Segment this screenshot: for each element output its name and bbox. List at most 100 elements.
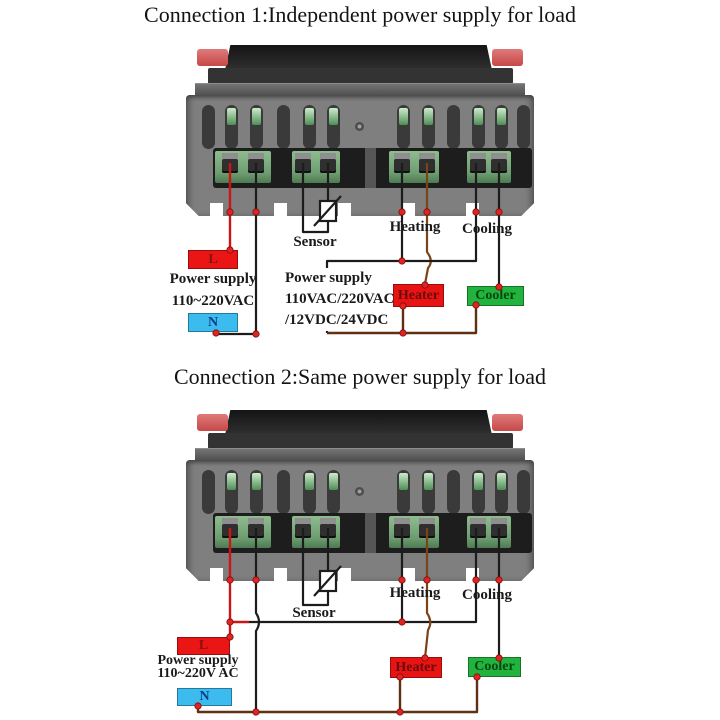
vent-slot: [472, 470, 485, 514]
vent-slot: [303, 470, 316, 514]
screw-terminal: [320, 153, 336, 173]
heating-label: Heating: [389, 585, 441, 601]
vent-slot: [517, 105, 530, 149]
vent-slot: [447, 470, 460, 514]
screw-terminal: [222, 153, 238, 173]
pcb-glimpse: [497, 473, 506, 490]
vent-slot: [422, 105, 435, 149]
cooling-label: Cooling: [461, 221, 512, 237]
vent-slot: [397, 470, 410, 514]
front-bezel-edge: [225, 410, 492, 435]
controller-body: [173, 95, 547, 229]
cooler-box: Cooler: [468, 657, 521, 677]
pcb-glimpse: [252, 473, 261, 490]
pcb-glimpse: [474, 473, 483, 490]
mounting-notch: [210, 568, 223, 581]
mounting-notch: [274, 203, 287, 216]
vent-slot: [303, 105, 316, 149]
terminal-recess: [213, 148, 532, 188]
mounting-notch: [338, 568, 351, 581]
heater-box: Heater: [393, 284, 444, 307]
sensor-label: Sensor: [293, 234, 337, 250]
mounting-notch: [274, 568, 287, 581]
connection-1-title: Connection 1:Independent power supply fo…: [144, 2, 576, 27]
screw-hole: [355, 122, 364, 131]
screw-terminal: [295, 153, 311, 173]
screw-terminal: [248, 153, 264, 173]
neutral-terminal-box: N: [188, 313, 238, 332]
bezel-step: [208, 433, 513, 449]
pcb-glimpse: [227, 108, 236, 125]
pcb-glimpse: [399, 108, 408, 125]
pcb-glimpse: [305, 108, 314, 125]
cooling-label: Cooling: [461, 587, 512, 603]
terminal-divider: [365, 513, 376, 553]
screw-terminal: [491, 153, 507, 173]
cooler-box: Cooler: [467, 286, 524, 306]
sensor-label: Sensor: [292, 605, 336, 621]
pcb-glimpse: [329, 108, 338, 125]
heater-box: Heater: [390, 657, 442, 678]
terminal-divider: [365, 148, 376, 188]
vent-slot: [202, 470, 215, 514]
bezel-step: [208, 68, 513, 84]
bezel-base: [195, 448, 525, 462]
load-supply-name: Power supply: [285, 270, 372, 286]
vent-slot: [250, 470, 263, 514]
neutral-terminal-box: N: [177, 688, 232, 706]
vent-slot: [517, 470, 530, 514]
screw-terminal: [222, 518, 238, 538]
vent-slot: [327, 105, 340, 149]
live-terminal-box: L: [177, 637, 230, 655]
mounting-notch: [466, 203, 479, 216]
pcb-glimpse: [252, 108, 261, 125]
screw-terminal: [491, 518, 507, 538]
screw-terminal: [394, 518, 410, 538]
load-supply-voltage-ac: 110VAC/220VAC: [285, 291, 395, 307]
vent-slot: [422, 470, 435, 514]
vent-slot: [225, 470, 238, 514]
front-bezel-edge: [225, 45, 492, 70]
live-terminal-box: L: [188, 250, 238, 269]
pcb-glimpse: [424, 473, 433, 490]
terminal-recess: [213, 513, 532, 553]
mounting-clip-left: [197, 49, 228, 66]
screw-terminal: [320, 518, 336, 538]
mains-name: Power supply: [169, 271, 257, 287]
load-supply-text: Power supply 110VAC/220VAC /12VDC/24VDC: [285, 268, 395, 331]
temperature-controller-rear: [173, 410, 547, 594]
screw-terminal: [419, 153, 435, 173]
mounting-clip-left: [197, 414, 228, 431]
pcb-glimpse: [329, 473, 338, 490]
vent-slot: [202, 105, 215, 149]
screw-hole: [355, 487, 364, 496]
mains-voltage: 110~220V AC: [157, 666, 239, 681]
connection-2-title: Connection 2:Same power supply for load: [173, 364, 547, 389]
vent-slot: [397, 105, 410, 149]
vent-slot: [225, 105, 238, 149]
mounting-notch: [402, 203, 415, 216]
screw-terminal: [394, 153, 410, 173]
mains-name: Power supply: [157, 653, 239, 668]
bus-bottom-neutral: [196, 677, 479, 714]
vent-slot: [495, 470, 508, 514]
vent-slot: [327, 470, 340, 514]
screw-terminal: [295, 518, 311, 538]
corner-cut-left: [173, 568, 199, 594]
vent-slot: [277, 105, 290, 149]
load-supply-voltage-dc: /12VDC/24VDC: [285, 312, 389, 328]
screw-terminal: [470, 153, 486, 173]
connection-2-section: Connection 2:Same power supply for load …: [0, 360, 720, 720]
mounting-clip-right: [492, 49, 523, 66]
bezel-base: [195, 83, 525, 97]
connection-1-section: Connection 1:Independent power supply fo…: [144, 2, 576, 338]
vent-slot: [250, 105, 263, 149]
mounting-notch: [210, 203, 223, 216]
vent-slot: [277, 470, 290, 514]
pcb-glimpse: [497, 108, 506, 125]
mounting-notch: [466, 568, 479, 581]
pcb-glimpse: [424, 108, 433, 125]
screw-terminal: [248, 518, 264, 538]
mains-voltage: 110~220VAC: [171, 293, 255, 309]
